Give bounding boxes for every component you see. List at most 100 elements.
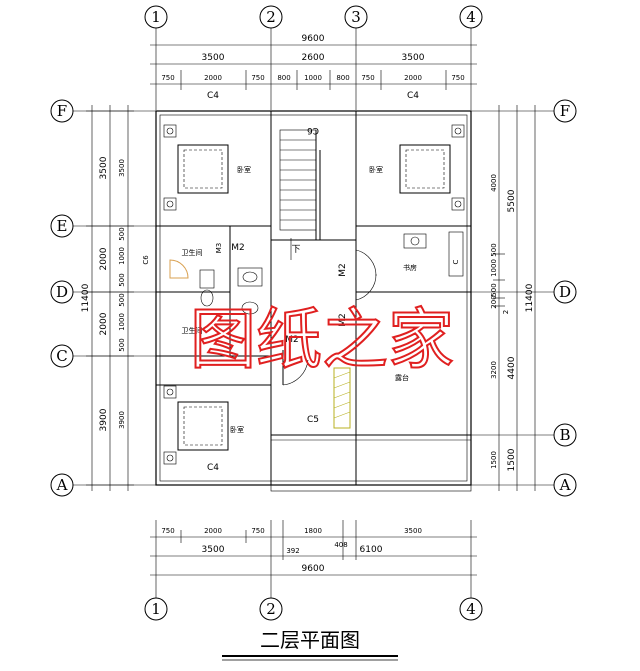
stairs: 下 C6 (279, 125, 321, 260)
dim-left-in-5: 500 (118, 293, 126, 306)
dim-bottom-total: 9600 (302, 564, 325, 574)
axis-2-bottom: 2 (266, 600, 276, 618)
dim-left-mid-3: 2000 (99, 312, 109, 335)
axis-4-bottom: 4 (466, 600, 476, 618)
axis-D-right: D (559, 283, 571, 301)
room-label-bedroom-tl: 卧室 (237, 165, 251, 174)
dim-bottom-mid-1: 3500 (202, 545, 225, 555)
axis-D-left: D (56, 283, 68, 301)
dim-left-mid-4: 3900 (99, 408, 109, 431)
door-m3: M3 (215, 243, 223, 254)
window-c4-top-right: C4 (407, 91, 419, 101)
dim-right-mid-1: 5500 (507, 189, 517, 212)
axis-F-left: F (57, 102, 67, 120)
bottom-dimensions: 750 2000 750 1800 3500 3500 392 408 6100… (150, 520, 477, 598)
axis-bubbles-right: F D B A (471, 99, 577, 497)
dim-right-in-4: 500 (490, 283, 498, 296)
bathroom-upper: 卫生间 M2 M3 C6 (142, 243, 263, 307)
axis-1-top: 1 (151, 8, 161, 26)
dim-top-mid-2: 2600 (302, 53, 325, 63)
left-dimensions: 11400 3500 2000 2000 3900 3500 500 1000 … (81, 105, 134, 491)
dim-top-d5: 1000 (304, 74, 322, 82)
axis-C-left: C (56, 347, 67, 365)
dim-bottom-d3: 750 (251, 527, 264, 535)
dim-right-small: 2 (502, 310, 510, 314)
axis-A-left: A (56, 476, 68, 494)
dim-top-d3: 750 (251, 74, 264, 82)
bathroom-lower: 卫生间 M2 M2 M2 (182, 249, 377, 345)
axis-2-top: 2 (266, 8, 276, 26)
dim-bottom-mid-4: 6100 (360, 545, 383, 555)
terrace: 露台 C5 (282, 350, 409, 429)
dim-bottom-d1: 750 (161, 527, 174, 535)
dim-right-in-7: 1500 (490, 451, 498, 469)
dim-right-total: 11400 (525, 283, 535, 312)
dim-right-mid-2: 4400 (507, 356, 517, 379)
room-label-terrace: 露台 (395, 373, 409, 382)
building-walls (155, 110, 472, 492)
dim-top-total: 9600 (302, 34, 325, 44)
stair-window-code: C6 (307, 125, 319, 135)
dim-bottom-d4: 1800 (304, 527, 322, 535)
dim-left-total: 11400 (81, 283, 91, 312)
dim-top-mid-1: 3500 (202, 53, 225, 63)
stair-down-label: 下 (291, 245, 300, 255)
title-text: 二层平面图 (260, 628, 360, 652)
axis-4-top: 4 (466, 8, 476, 26)
dim-bottom-mid-3: 408 (334, 541, 347, 549)
window-c5: C5 (307, 415, 319, 425)
dim-right-in-6: 3200 (490, 361, 498, 379)
dim-bottom-mid-2: 392 (286, 547, 299, 555)
bed-top-left: 卧室 (163, 124, 251, 211)
door-m2-upper: M2 (231, 243, 245, 253)
dim-left-in-8: 3900 (118, 411, 126, 429)
axis-bubbles-bottom: 1 2 4 (144, 597, 483, 621)
dim-top-d6: 800 (336, 74, 349, 82)
dim-bottom-d5: 3500 (404, 527, 422, 535)
dim-right-in-2: 500 (490, 243, 498, 256)
dim-top-d4: 800 (277, 74, 290, 82)
dim-top-mid-3: 3500 (402, 53, 425, 63)
dim-top-d1: 750 (161, 74, 174, 82)
bed-top-right: 卧室 (369, 124, 465, 211)
axis-E-left: E (57, 217, 68, 235)
dim-left-mid-2: 2000 (99, 247, 109, 270)
axis-3-top: 3 (351, 8, 361, 26)
bed-bottom-left: 卧室 C4 (163, 385, 244, 473)
study-window-code: C (452, 259, 460, 264)
room-label-bedroom-tr: 卧室 (369, 165, 383, 174)
right-dimensions: 4000 500 1000 500 200 3200 1500 2 5500 4… (490, 105, 536, 491)
watermark-text: 图纸之家 (190, 301, 454, 378)
room-label-study: 书房 (403, 263, 417, 272)
dim-top-d8: 2000 (404, 74, 422, 82)
room-label-bath-lower: 卫生间 (182, 326, 203, 335)
dim-right-mid-3: 1500 (507, 448, 517, 471)
room-label-bath-upper: 卫生间 (182, 248, 203, 257)
dim-top-d7: 750 (361, 74, 374, 82)
drawing-title: 二层平面图 (222, 628, 398, 661)
door-m2-lower: M2 (285, 335, 299, 345)
dim-right-in-1: 4000 (490, 174, 498, 192)
dim-left-in-7: 500 (118, 338, 126, 351)
dim-left-in-3: 1000 (118, 247, 126, 265)
dim-bottom-d2: 2000 (204, 527, 222, 535)
dim-left-in-6: 1000 (118, 313, 126, 331)
dim-right-in-3: 1000 (490, 259, 498, 277)
dim-top-d9: 750 (451, 74, 464, 82)
axis-1-bottom: 1 (151, 600, 161, 618)
window-c4-bottom: C4 (207, 463, 219, 473)
top-dimensions: 9600 3500 2600 3500 750 2000 750 800 100… (150, 28, 477, 110)
window-c6: C6 (142, 255, 150, 265)
axis-F-right: F (560, 102, 570, 120)
dim-top-d2: 2000 (204, 74, 222, 82)
axis-A-right: A (559, 476, 571, 494)
study: 书房 C (403, 231, 464, 277)
axis-bubbles-top: 1 2 3 4 (144, 5, 483, 29)
room-label-bedroom-bl: 卧室 (230, 425, 244, 434)
axis-B-right: B (559, 426, 570, 444)
dim-left-in-1: 3500 (118, 159, 126, 177)
window-c4-top-left: C4 (207, 91, 219, 101)
door-m2-mid: M2 (338, 313, 348, 327)
door-m2-right: M2 (338, 263, 348, 277)
